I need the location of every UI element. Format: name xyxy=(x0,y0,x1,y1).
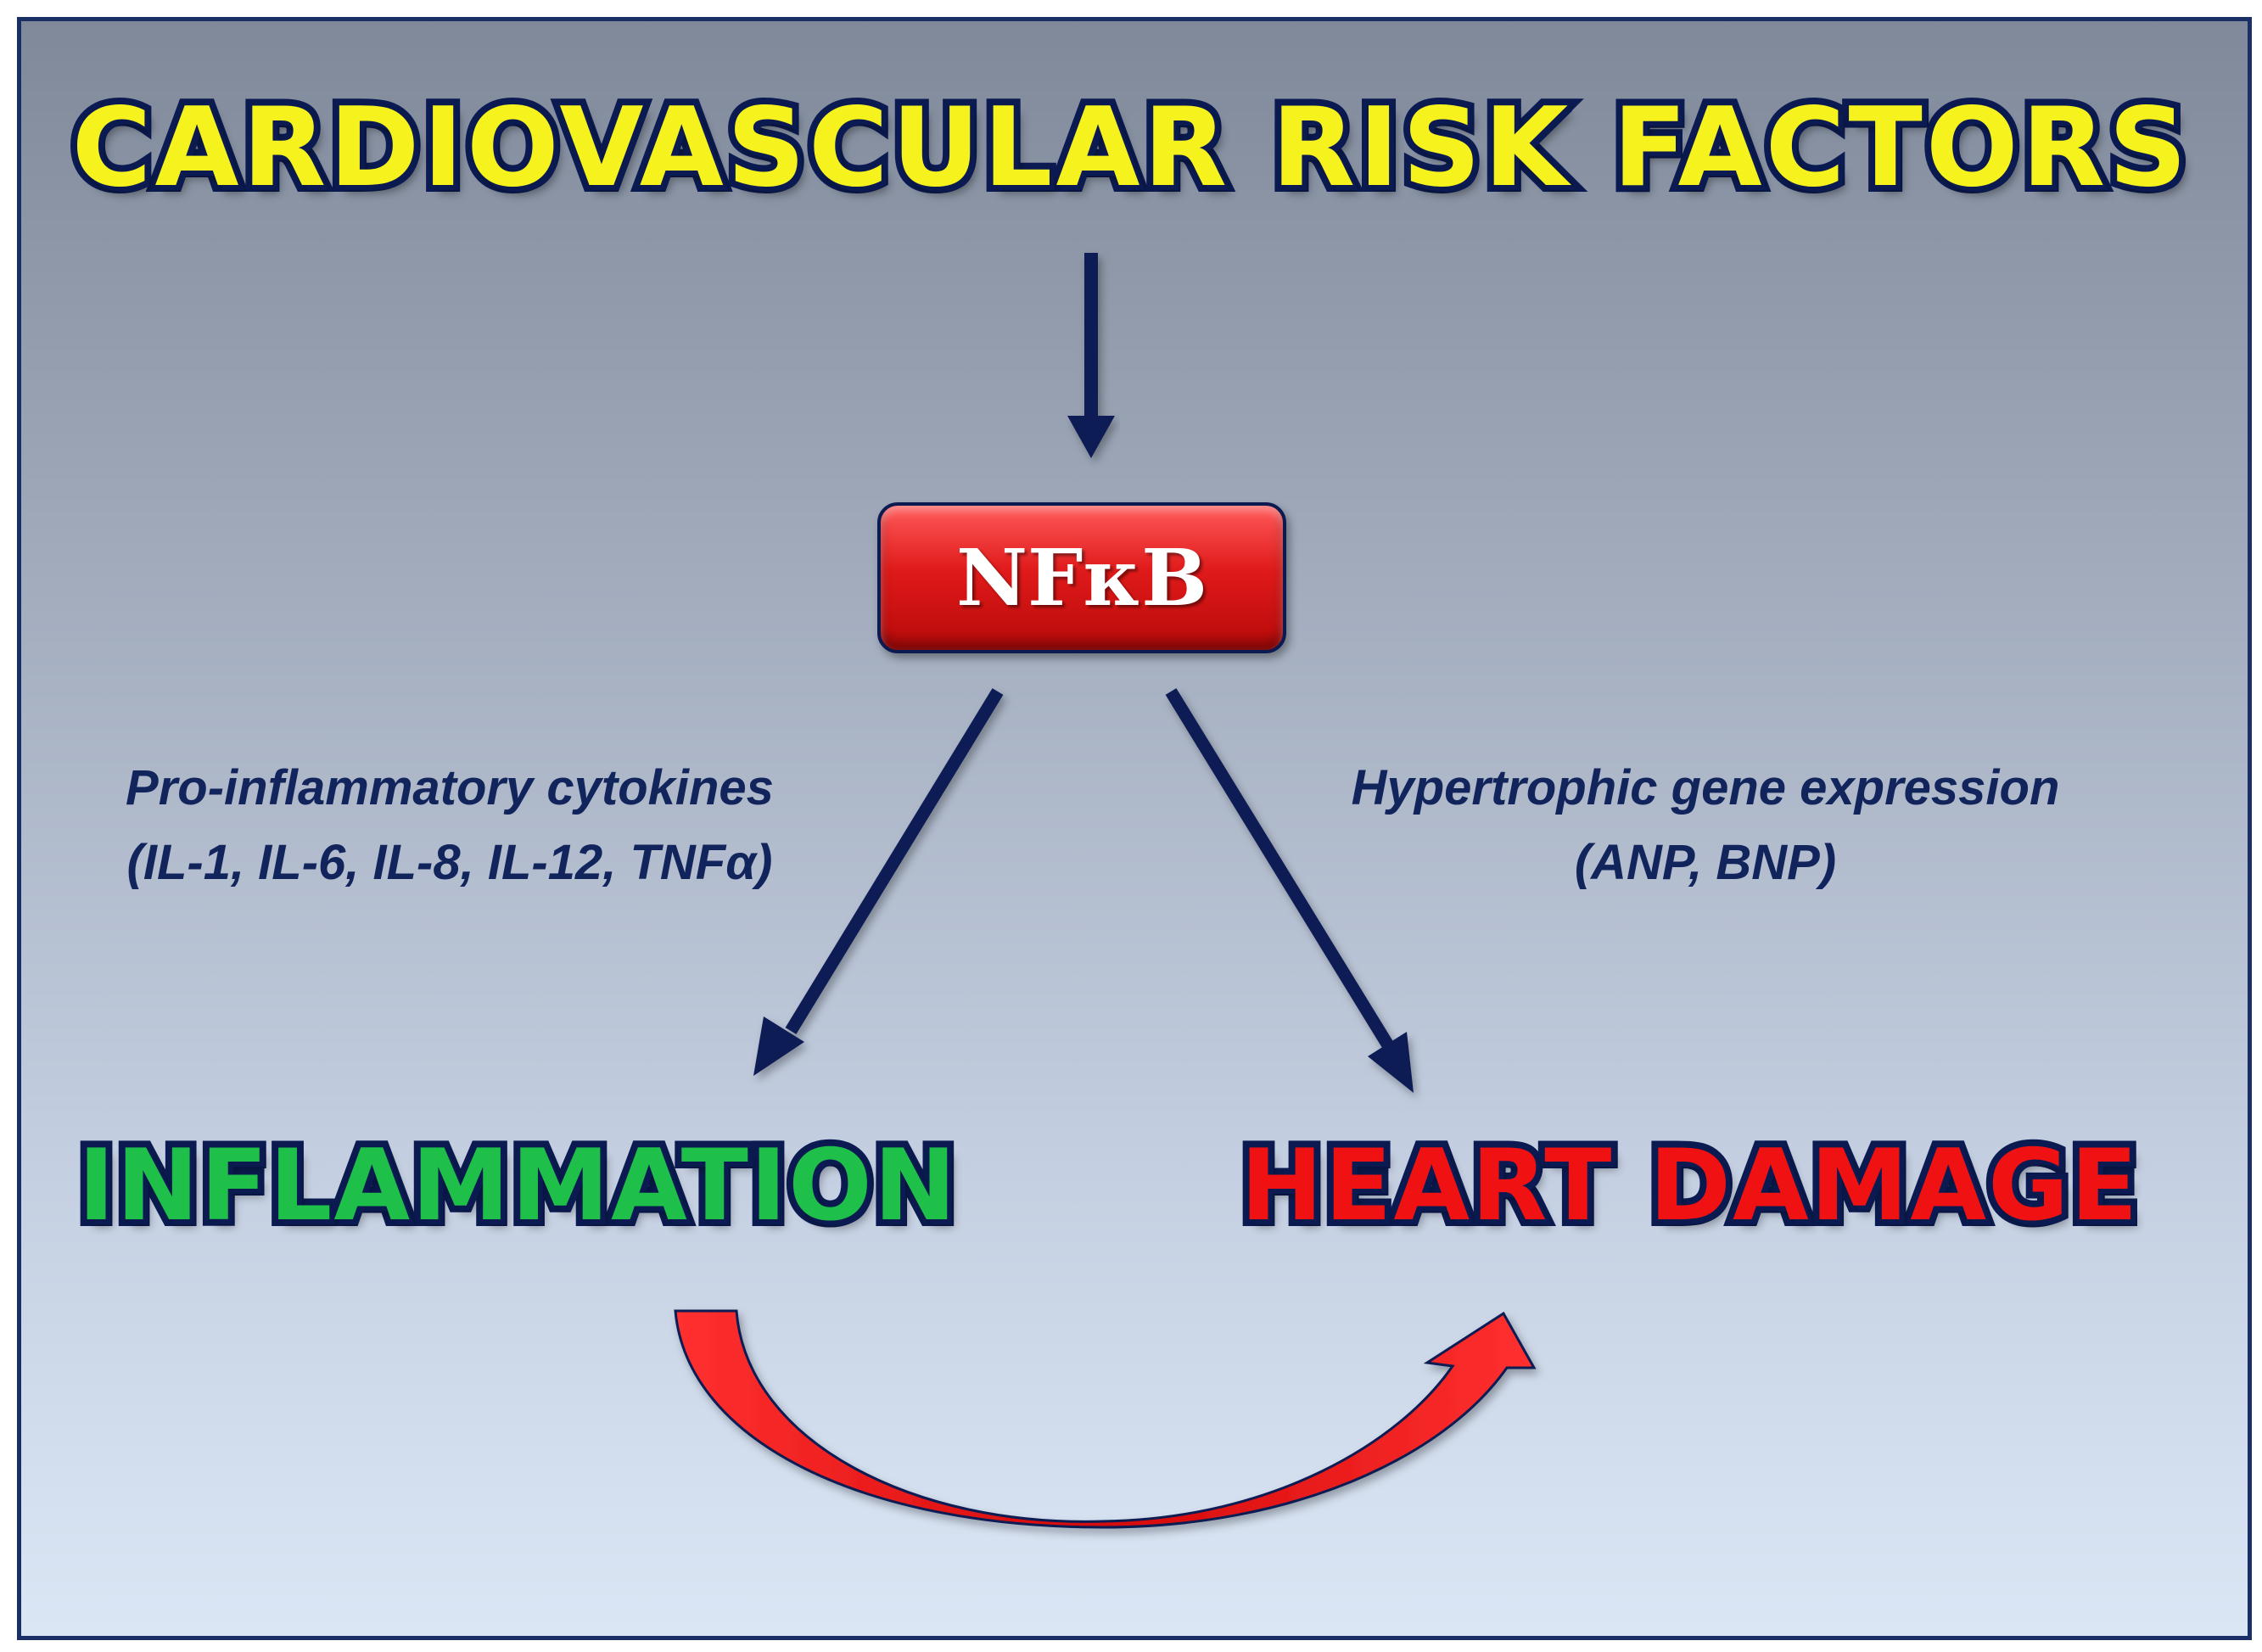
curved-arrow-inflammation-to-heart-damage xyxy=(674,1309,1537,1529)
hypertrophic-annotation-line1: Hypertrophic gene expression xyxy=(1351,760,2060,815)
diagram-frame xyxy=(17,17,2252,1640)
nfkb-node: NFκB xyxy=(877,502,1286,653)
cytokines-annotation-line2: (IL-1, IL-6, IL-8, IL-12, TNFα) xyxy=(126,835,773,890)
arrow-nfkb-to-heart-damage xyxy=(1165,688,1414,1093)
nfkb-label: NFκB xyxy=(955,532,1208,624)
arrow-title-to-nfkb xyxy=(1067,253,1115,458)
cytokines-annotation-line1: Pro-inflammatory cytokines xyxy=(126,760,774,815)
hypertrophic-annotation-line2: (ANP, BNP) xyxy=(1574,835,1837,890)
cytokines-annotation: Pro-inflammatory cytokines (IL-1, IL-6, … xyxy=(76,751,823,900)
diagram-title: CARDIOVASCULAR RISK FACTORS xyxy=(65,78,2194,218)
arrow-nfkb-to-inflammation xyxy=(753,688,1004,1076)
inflammation-label: INFLAMMATION xyxy=(71,1122,963,1250)
heart-damage-label: HEART DAMAGE xyxy=(1234,1122,2144,1250)
hypertrophic-annotation: Hypertrophic gene expression (ANP, BNP) xyxy=(1324,751,2087,900)
